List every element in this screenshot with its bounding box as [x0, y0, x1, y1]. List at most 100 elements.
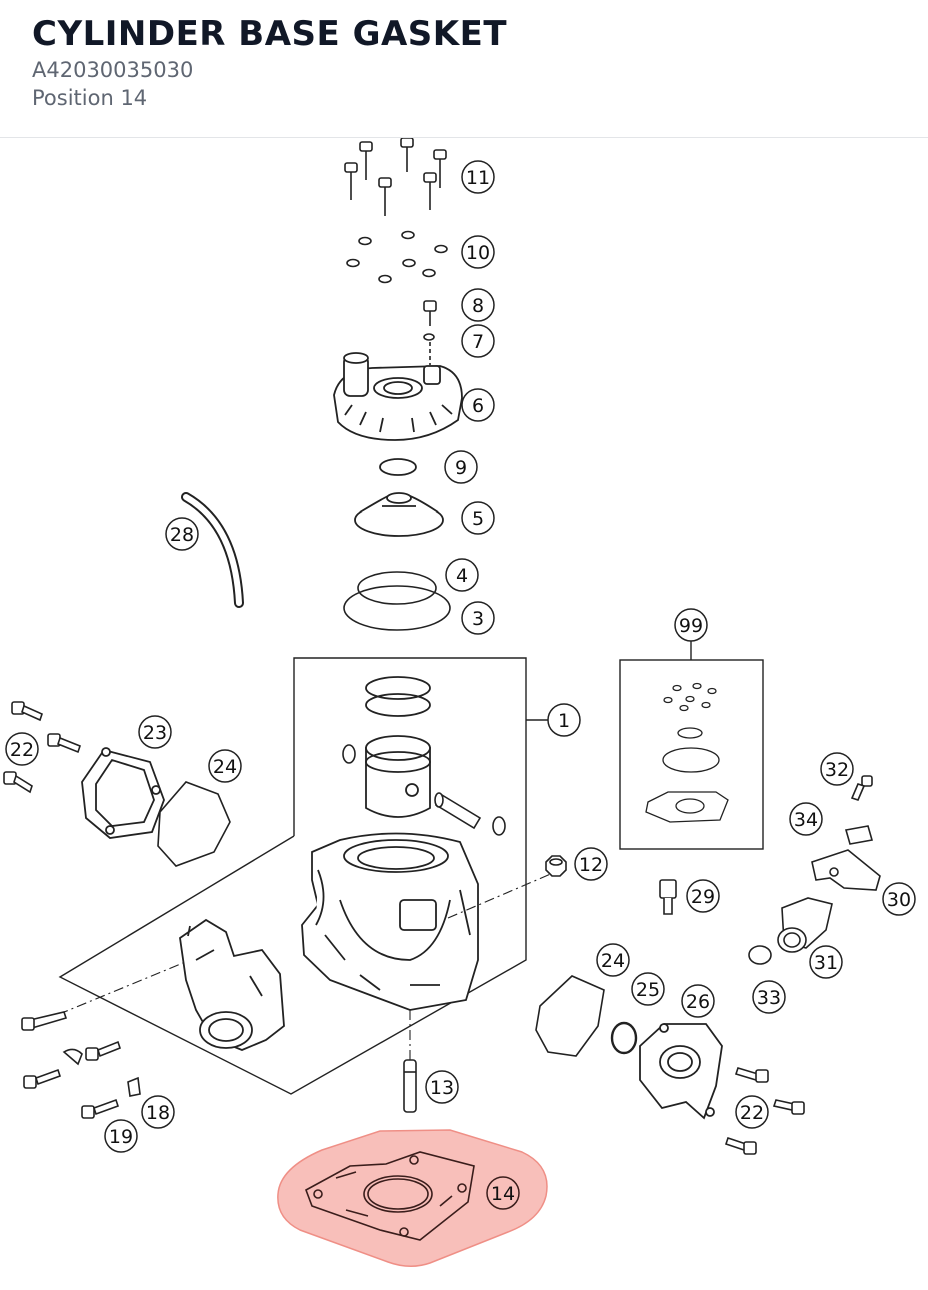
svg-text:10: 10 — [466, 242, 490, 264]
svg-text:26: 26 — [686, 991, 710, 1013]
svg-text:28: 28 — [170, 524, 194, 546]
callout-12[interactable]: 12 — [574, 847, 608, 881]
gasket-kit-box — [619, 637, 764, 850]
temperature-sender — [659, 879, 677, 915]
callout-28[interactable]: 28 — [165, 517, 199, 551]
cylinder-base-gasket-highlight[interactable] — [277, 1129, 548, 1267]
assembly-axis-lines — [39, 869, 561, 1060]
exploded-parts-diagram: 11 10 8 7 6 9 5 4 3 28 99 1 22 23 24 32 … — [3, 138, 916, 1267]
callout-4[interactable]: 4 — [445, 558, 479, 592]
callout-9[interactable]: 9 — [444, 450, 478, 484]
head-plug-screw — [423, 300, 437, 365]
cylinder — [301, 832, 479, 1011]
callout-26[interactable]: 26 — [681, 984, 715, 1018]
svg-text:24: 24 — [601, 950, 625, 972]
svg-text:7: 7 — [472, 331, 484, 353]
callout-31[interactable]: 31 — [809, 945, 843, 979]
hose-clamp — [748, 945, 772, 965]
cylinder-head — [333, 352, 463, 441]
callout-24-right[interactable]: 24 — [596, 943, 630, 977]
water-pump-housing-bolts — [724, 1067, 805, 1155]
svg-text:12: 12 — [579, 854, 603, 876]
svg-text:5: 5 — [472, 508, 484, 530]
svg-text:9: 9 — [455, 457, 467, 479]
exhaust-flange — [179, 918, 285, 1051]
callout-14-highlighted[interactable]: 14 — [486, 1176, 520, 1210]
cylinder-head-o-ring-small — [357, 571, 437, 605]
svg-text:99: 99 — [679, 615, 703, 637]
part-header: CYLINDER BASE GASKET A42030035030 Positi… — [0, 0, 928, 138]
svg-text:22: 22 — [740, 1102, 764, 1124]
piston-pin — [434, 792, 482, 830]
callout-25[interactable]: 25 — [631, 972, 665, 1006]
callout-23[interactable]: 23 — [138, 715, 172, 749]
callout-22-right[interactable]: 22 — [735, 1095, 769, 1129]
position-callouts: 11 10 8 7 6 9 5 4 3 28 99 1 22 23 24 32 … — [5, 160, 916, 1153]
hose-fitting — [777, 897, 833, 953]
svg-text:23: 23 — [143, 722, 167, 744]
svg-text:30: 30 — [887, 889, 911, 911]
svg-text:13: 13 — [430, 1077, 454, 1099]
water-pump-o-ring — [610, 1021, 638, 1055]
head-washers — [346, 230, 448, 284]
svg-text:31: 31 — [814, 952, 838, 974]
temperature-sensor-parts — [811, 775, 881, 891]
water-pump-cover-bolts-left — [3, 701, 81, 794]
callout-22-left[interactable]: 22 — [5, 732, 39, 766]
base-gasket-drawing — [305, 1151, 475, 1241]
svg-text:6: 6 — [472, 395, 484, 417]
water-pump-housing — [639, 1023, 723, 1120]
water-pump-cover-gasket-left — [157, 781, 231, 867]
svg-text:4: 4 — [456, 565, 468, 587]
piston-pin-clip-right — [492, 816, 506, 836]
head-o-ring — [379, 458, 417, 476]
callout-24-left[interactable]: 24 — [208, 749, 242, 783]
svg-text:32: 32 — [825, 759, 849, 781]
piston-pin-clip-left — [342, 744, 356, 764]
cylinder-head-o-ring-large — [343, 585, 451, 631]
callout-3[interactable]: 3 — [461, 601, 495, 635]
cylinder-stud — [403, 1059, 417, 1113]
water-pump-cover-gasket-right — [535, 975, 605, 1057]
cylinder-nut — [545, 855, 567, 877]
callout-30[interactable]: 30 — [882, 882, 916, 916]
callout-18[interactable]: 18 — [141, 1095, 175, 1129]
callout-1[interactable]: 1 — [547, 703, 581, 737]
svg-text:24: 24 — [213, 756, 237, 778]
exhaust-flange-screws — [23, 1040, 141, 1119]
svg-text:14: 14 — [491, 1183, 515, 1205]
highlight-shape — [277, 1129, 548, 1267]
part-title: CYLINDER BASE GASKET — [32, 14, 508, 54]
svg-text:11: 11 — [466, 167, 490, 189]
piston-rings — [365, 676, 431, 717]
callout-5[interactable]: 5 — [461, 501, 495, 535]
callout-32[interactable]: 32 — [820, 752, 854, 786]
svg-text:22: 22 — [10, 739, 34, 761]
part-number: A42030035030 — [32, 58, 194, 82]
svg-text:34: 34 — [794, 809, 818, 831]
callout-34[interactable]: 34 — [789, 802, 823, 836]
exhaust-flange-long-bolt — [21, 1011, 68, 1031]
callout-6[interactable]: 6 — [461, 388, 495, 422]
combustion-chamber-insert — [354, 492, 444, 537]
svg-text:18: 18 — [146, 1102, 170, 1124]
cylinder-assembly-box — [58, 657, 548, 1095]
water-pump-cover — [81, 747, 165, 839]
svg-text:3: 3 — [472, 608, 484, 630]
svg-text:1: 1 — [558, 710, 570, 732]
callout-33[interactable]: 33 — [752, 980, 786, 1014]
piston — [365, 735, 431, 818]
svg-text:8: 8 — [472, 295, 484, 317]
cylinder-head-bolts — [344, 138, 447, 216]
callout-8[interactable]: 8 — [461, 288, 495, 322]
svg-text:25: 25 — [636, 979, 660, 1001]
svg-text:33: 33 — [757, 987, 781, 1009]
callout-99[interactable]: 99 — [674, 608, 708, 642]
callout-13[interactable]: 13 — [425, 1070, 459, 1104]
svg-text:19: 19 — [109, 1126, 133, 1148]
callout-10[interactable]: 10 — [461, 235, 495, 269]
callout-11[interactable]: 11 — [461, 160, 495, 194]
callout-29[interactable]: 29 — [686, 879, 720, 913]
callout-7[interactable]: 7 — [461, 324, 495, 358]
callout-19[interactable]: 19 — [104, 1119, 138, 1153]
